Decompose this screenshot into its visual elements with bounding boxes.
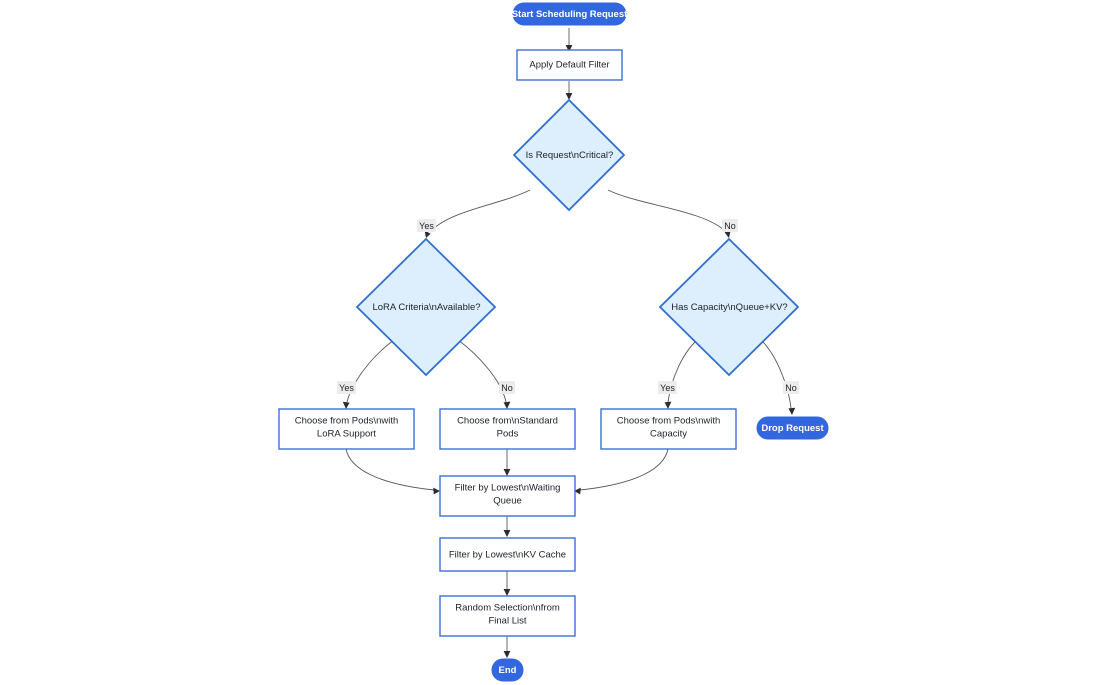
node-lora-criteria-available[interactable]: LoRA Criteria\nAvailable? bbox=[355, 237, 497, 377]
node-choose-lora-pods-line2: LoRA Support bbox=[317, 429, 377, 440]
edge-capacity-to-choose-capacity-yes bbox=[664, 339, 698, 409]
edge-filter-queue-to-filter-kv bbox=[503, 516, 511, 537]
node-start[interactable]: Start Scheduling Request bbox=[512, 2, 628, 26]
node-layer: Start Scheduling Request Apply Default F… bbox=[278, 2, 829, 682]
node-is-request-critical-label: Is Request\nCritical? bbox=[526, 150, 614, 161]
edge-is-critical-to-lora-yes bbox=[424, 189, 531, 238]
node-filter-kv-cache[interactable]: Filter by Lowest\nKV Cache bbox=[439, 537, 576, 572]
node-start-label: Start Scheduling Request bbox=[512, 9, 628, 20]
edge-is-critical-to-has-capacity-no bbox=[607, 189, 731, 238]
edge-label-critical-no-text: No bbox=[724, 221, 736, 231]
edge-label-layer: Yes No Yes No Yes No bbox=[337, 219, 799, 394]
node-choose-capacity-pods-line1: Choose from Pods\nwith bbox=[617, 416, 721, 427]
edge-choose-capacity-to-filter-queue bbox=[574, 448, 669, 495]
edge-lora-to-choose-lora-yes bbox=[342, 339, 395, 409]
node-choose-standard-pods-line2: Pods bbox=[497, 429, 519, 440]
edge-label-capacity-no-text: No bbox=[785, 383, 797, 393]
edge-capacity-to-drop-request-no bbox=[760, 339, 796, 415]
node-random-selection-line2: Final List bbox=[488, 616, 526, 627]
edge-label-lora-yes-text: Yes bbox=[339, 383, 354, 393]
node-filter-waiting-queue-line1: Filter by Lowest\nWaiting bbox=[455, 483, 561, 494]
edge-label-capacity-yes-text: Yes bbox=[660, 383, 675, 393]
node-choose-lora-pods[interactable]: Choose from Pods\nwith LoRA Support bbox=[278, 408, 415, 450]
node-has-capacity[interactable]: Has Capacity\nQueue+KV? bbox=[658, 237, 800, 377]
edge-label-lora-no: No bbox=[499, 381, 515, 394]
node-random-selection[interactable]: Random Selection\nfrom Final List bbox=[439, 595, 576, 637]
node-choose-capacity-pods-line2: Capacity bbox=[650, 429, 687, 440]
edge-apply-filter-to-is-critical bbox=[565, 81, 573, 100]
node-apply-default-filter[interactable]: Apply Default Filter bbox=[516, 49, 623, 81]
node-choose-standard-pods[interactable]: Choose from\nStandard Pods bbox=[439, 408, 576, 450]
edge-label-critical-yes: Yes bbox=[417, 219, 436, 232]
edge-label-lora-yes: Yes bbox=[337, 381, 356, 394]
node-choose-standard-pods-line1: Choose from\nStandard bbox=[457, 416, 558, 427]
edge-layer bbox=[342, 28, 796, 658]
edge-label-critical-no: No bbox=[722, 219, 738, 232]
node-choose-capacity-pods[interactable]: Choose from Pods\nwith Capacity bbox=[600, 408, 737, 450]
node-is-request-critical[interactable]: Is Request\nCritical? bbox=[512, 98, 626, 212]
edge-start-to-apply-filter bbox=[565, 28, 573, 52]
node-random-selection-line1: Random Selection\nfrom bbox=[455, 603, 560, 614]
node-choose-lora-pods-line1: Choose from Pods\nwith bbox=[295, 416, 399, 427]
edge-choose-lora-to-filter-queue bbox=[345, 448, 440, 495]
node-has-capacity-label: Has Capacity\nQueue+KV? bbox=[671, 302, 787, 313]
node-drop-request-label: Drop Request bbox=[761, 423, 824, 434]
edge-label-capacity-no: No bbox=[783, 381, 799, 394]
node-end[interactable]: End bbox=[491, 658, 524, 682]
edge-choose-standard-to-filter-queue bbox=[503, 449, 511, 476]
node-apply-default-filter-label: Apply Default Filter bbox=[529, 60, 609, 71]
node-end-label: End bbox=[499, 665, 517, 676]
node-filter-waiting-queue-line2: Queue bbox=[493, 496, 522, 507]
edge-random-selection-to-end bbox=[503, 635, 511, 658]
edge-label-critical-yes-text: Yes bbox=[419, 221, 434, 231]
node-filter-waiting-queue[interactable]: Filter by Lowest\nWaiting Queue bbox=[439, 475, 576, 517]
node-lora-criteria-available-label: LoRA Criteria\nAvailable? bbox=[372, 302, 480, 313]
edge-label-lora-no-text: No bbox=[501, 383, 513, 393]
node-filter-kv-cache-label: Filter by Lowest\nKV Cache bbox=[449, 550, 566, 561]
edge-label-capacity-yes: Yes bbox=[658, 381, 677, 394]
edge-lora-to-choose-standard-no bbox=[457, 339, 511, 409]
node-drop-request[interactable]: Drop Request bbox=[756, 416, 829, 440]
edge-filter-kv-to-random-selection bbox=[503, 571, 511, 596]
